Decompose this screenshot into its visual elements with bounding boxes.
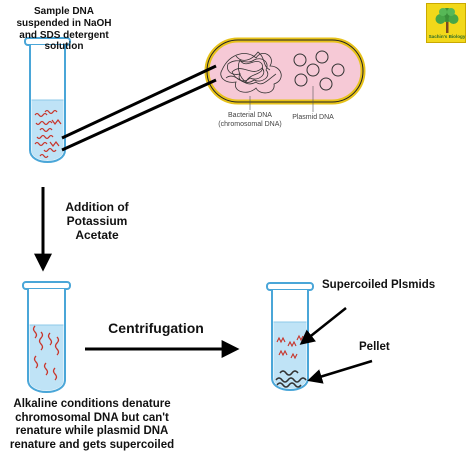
bacterial-dna-line-1: Bacterial DNA [228, 112, 272, 119]
tree-icon [435, 8, 459, 33]
bacterial-cell [204, 37, 366, 112]
sample-line-2: suspended in NaOH [16, 17, 112, 29]
pellet-debris [275, 370, 307, 388]
sample-label: Sample DNA suspended in NaOH and SDS det… [4, 6, 124, 53]
logo: Sachin's Biology [426, 3, 466, 43]
alkaline-line-3: renature while plasmid DNA [15, 425, 169, 438]
sample-line-3: and SDS detergent [19, 29, 109, 41]
addition-line-3: Acetate [75, 228, 119, 243]
addition-label: Addition of Potassium Acetate [47, 200, 147, 242]
tube-to-cell-lines [61, 64, 217, 152]
dna-strands [34, 109, 62, 159]
plasmid-dna-label: Plasmid DNA [292, 114, 334, 121]
test-tube-neutralized [22, 281, 71, 393]
pellet-pointer-arrow [307, 359, 373, 384]
addition-line-1: Addition of [65, 200, 129, 214]
logo-text: Sachin's Biology [428, 34, 466, 39]
sample-line-1: Sample DNA [33, 6, 94, 17]
bacterial-dna-label: Bacterial DNA (chromosomal DNA) [215, 112, 285, 130]
alkaline-label: Alkaline conditions denature chromosomal… [2, 398, 182, 452]
dna-coils [32, 325, 60, 381]
test-tube-centrifuged [266, 282, 314, 391]
addition-line-2: Potassium [66, 214, 128, 229]
supercoiled-label: Supercoiled Plsmids [322, 279, 436, 291]
pellet-label: Pellet [359, 341, 390, 353]
alkaline-line-4: renature and gets supercoiled [9, 438, 175, 451]
centrifugation-label: Centrifugation [108, 320, 204, 336]
chromosomal-dna-tangle [220, 51, 282, 94]
test-tube-sample [24, 37, 71, 163]
alkaline-line-2: chromosomal DNA but can't [15, 411, 169, 424]
bacterial-dna-line-2: (chromosomal DNA) [218, 120, 282, 128]
plasmid-circles [293, 50, 345, 91]
alkaline-line-1: Alkaline conditions denature [13, 398, 171, 410]
supercoiled-pointer-arrow [299, 307, 347, 345]
sample-line-4: solution [44, 41, 84, 53]
